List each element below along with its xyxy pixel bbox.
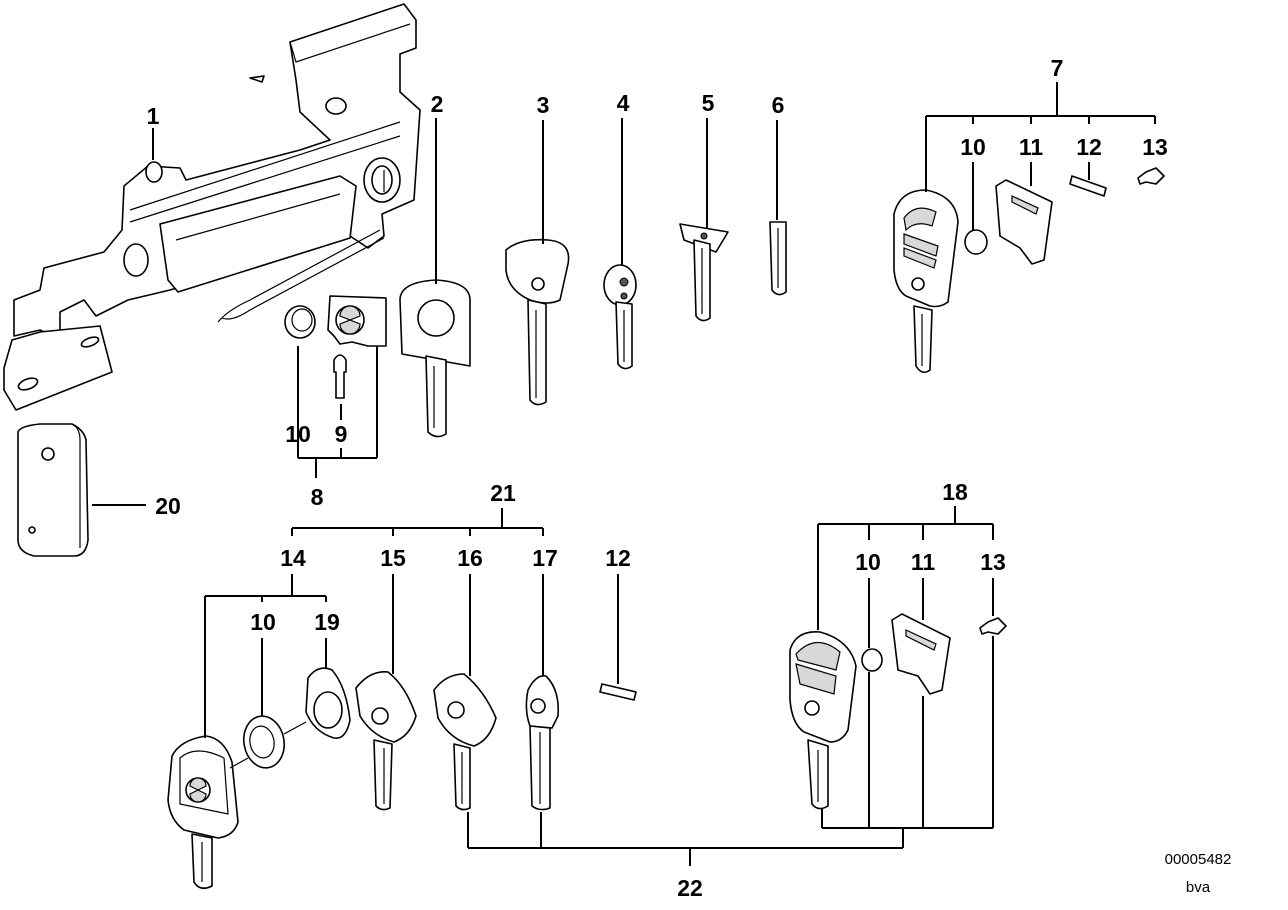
callout-2: 2 — [431, 91, 444, 117]
callout-10: 10 — [285, 421, 311, 447]
key-2 — [399, 279, 471, 438]
callout-18: 18 — [942, 479, 968, 505]
callout-6: 6 — [772, 92, 785, 118]
callout-11: 11 — [1019, 134, 1044, 160]
callout-1: 1 — [147, 103, 160, 129]
key-14 — [167, 735, 239, 890]
callout-9: 9 — [335, 421, 348, 447]
callout-4: 4 — [617, 90, 630, 116]
plate-part — [599, 683, 637, 701]
leader-lines — [92, 82, 1156, 866]
cap-part — [964, 229, 988, 255]
callout-10: 10 — [250, 609, 276, 635]
remote-key-set-18 — [789, 613, 1007, 810]
callout-labels: 1 2 3 4 5 6 7 10 11 12 13 10 9 8 20 21 1… — [147, 55, 1168, 901]
key-5 — [679, 223, 729, 322]
remote-key-set-7 — [893, 167, 1165, 374]
key-3 — [505, 238, 570, 406]
cap-ring — [229, 715, 307, 769]
cap-part — [284, 305, 316, 339]
callout-15: 15 — [380, 545, 406, 571]
callout-13: 13 — [980, 549, 1006, 575]
author-code: bva — [1186, 879, 1211, 896]
callout-5: 5 — [702, 90, 715, 116]
drawing-number: 00005482 — [1165, 851, 1232, 868]
key-15 — [355, 671, 417, 811]
callout-20: 20 — [155, 493, 181, 519]
key-4 — [603, 264, 637, 370]
screw-part — [1137, 167, 1165, 185]
callout-12: 12 — [605, 545, 631, 571]
callout-13: 13 — [1142, 134, 1168, 160]
callout-10: 10 — [855, 549, 881, 575]
plate-part — [1069, 175, 1107, 197]
callout-7: 7 — [1051, 55, 1064, 81]
door-handle-assembly — [3, 3, 421, 411]
callout-10: 10 — [960, 134, 986, 160]
gasket-20 — [17, 423, 89, 557]
callout-3: 3 — [537, 92, 550, 118]
key-holder-clip — [891, 613, 951, 695]
key-holder-clip — [995, 179, 1053, 265]
callout-14: 14 — [280, 545, 306, 571]
callout-12: 12 — [1076, 134, 1102, 160]
key-16 — [433, 673, 497, 811]
callout-19: 19 — [314, 609, 340, 635]
callout-8: 8 — [311, 484, 324, 510]
callout-16: 16 — [457, 545, 483, 571]
key-17 — [525, 674, 560, 811]
callout-17: 17 — [532, 545, 558, 571]
cap-part — [861, 648, 883, 672]
cover-19 — [305, 667, 351, 739]
callout-21: 21 — [490, 480, 516, 506]
callout-11: 11 — [911, 549, 936, 575]
pin-part — [333, 354, 347, 399]
callout-22: 22 — [677, 875, 703, 901]
key-6 — [769, 221, 787, 296]
screw-part — [979, 617, 1007, 635]
lock-cylinder-group — [284, 295, 387, 399]
